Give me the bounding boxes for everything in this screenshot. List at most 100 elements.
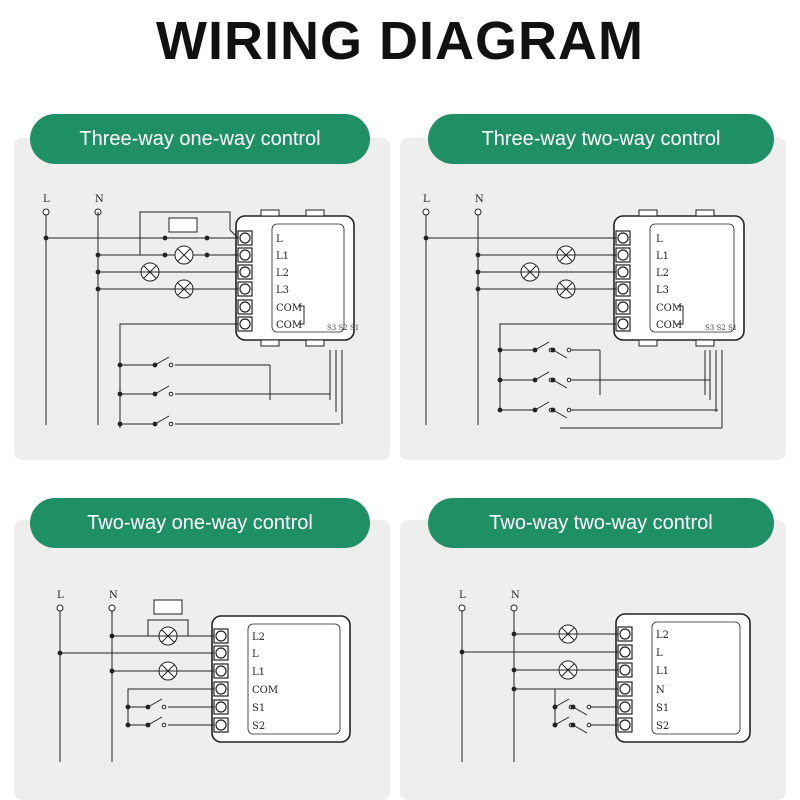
switch-contact [168,421,174,427]
line-terminal [56,604,64,612]
switch-icon [550,347,572,359]
line-terminal [42,208,50,216]
terminal-screw [215,701,227,713]
switch-icon [570,722,592,734]
junction-dot [423,235,429,241]
switch-lever [552,349,568,359]
page-title: WIRING DIAGRAM [156,11,644,71]
terminal-label: L [656,648,663,659]
line-label-n: N [475,194,484,205]
terminal-screw [617,283,629,295]
wire [119,323,238,428]
wire [147,619,189,636]
switch-module [235,209,355,347]
switch-lever [554,698,570,708]
module-clip [695,339,715,347]
junction-dot [162,252,168,258]
lamp-cross [177,248,191,262]
switch-icon [550,407,572,419]
module-clip [638,339,658,347]
switch-icon [152,385,174,397]
junction-dot [109,668,115,674]
terminal-screw [215,647,227,659]
switch-module [211,615,351,743]
module-clip [695,209,715,217]
module-clip [260,339,280,347]
switch-icon [570,704,592,716]
wire [139,211,239,255]
module-face [271,223,345,333]
fan-motor-icon [153,599,183,615]
terminal-screw [619,683,631,695]
terminal-label: S2 [252,721,265,732]
switch-icon [145,716,167,728]
terminal-label: L2 [276,268,289,279]
switch-lever [154,385,170,395]
terminal-label: L2 [656,268,669,279]
switch-lever [147,698,163,708]
line-label-n: N [95,194,104,205]
switch-lever [554,716,570,726]
switch-contact [586,722,592,728]
panel-heading-4: Two-way two-way control [428,498,774,548]
terminal-label: COM [656,303,682,314]
terminal-label: L1 [656,666,669,677]
switch-lever [154,356,170,366]
switch-icon [552,716,574,728]
switch-contact [161,704,167,710]
terminal-label: L3 [276,285,289,296]
line-terminal [474,208,482,216]
terminal-screw [617,301,629,313]
terminal-label: L1 [252,667,265,678]
junction-dot [511,686,517,692]
terminal-screw [239,301,251,313]
terminal-label: L1 [276,251,289,262]
junction-dot [511,667,517,673]
switch-lever [572,724,588,734]
terminal-label: S1 [656,703,669,714]
switch-lever [534,371,550,381]
switch-contact [566,407,572,413]
line-terminal [108,604,116,612]
switch-module [613,209,745,347]
line-label-l: L [459,590,466,601]
switch-module [615,613,751,743]
junction-dot [95,286,101,292]
module-clip [305,209,325,217]
switch-icon [532,371,554,383]
module-switch-ports: S3 S2 S1 [705,324,737,332]
switch-icon [152,356,174,368]
line-label-n: N [511,590,520,601]
terminal-screw [215,630,227,642]
terminal-screw [619,628,631,640]
junction-dot [95,252,101,258]
junction-dot [475,252,481,258]
switch-lever [534,341,550,351]
junction-dot [162,235,168,241]
switch-icon [532,401,554,413]
junction-dot [475,269,481,275]
switch-contact [168,391,174,397]
panel-heading-1: Three-way one-way control [30,114,370,164]
terminal-label: L3 [656,285,669,296]
terminal-screw [239,232,251,244]
switch-lever [147,716,163,726]
junction-dot [459,649,465,655]
switch-lever [572,706,588,716]
terminal-label: COM [276,303,302,314]
terminal-screw [215,665,227,677]
terminal-label: S1 [252,703,265,714]
module-face [651,621,741,735]
terminal-screw [215,683,227,695]
wire [677,305,684,325]
terminal-label: L2 [252,632,265,643]
terminal-screw [239,266,251,278]
line-terminal [458,604,466,612]
junction-dot [475,286,481,292]
junction-dot [204,252,210,258]
junction-dot [43,235,49,241]
